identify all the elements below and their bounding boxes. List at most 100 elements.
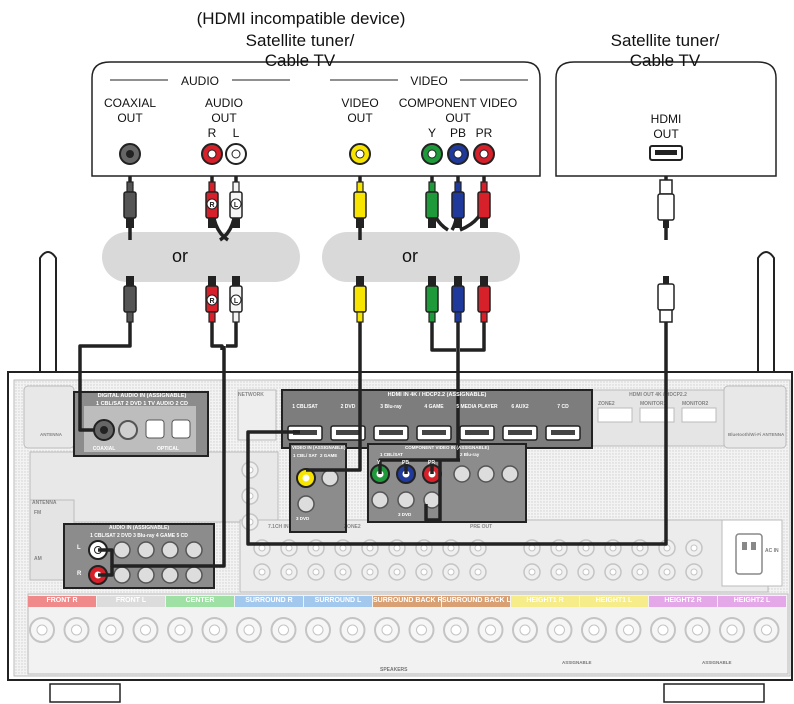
hdmi-in-source-label: 4 GAME [413,404,455,410]
video-in-title: VIDEO IN (ASSIGNABLE) [292,445,346,450]
decor-jack-pin [286,569,292,575]
hdmi-in-title: HDMI IN 4K / HDCP2.2 (ASSIGNABLE) [284,392,590,398]
or-label-right: or [390,246,430,267]
speaker-terminal-core [555,625,565,635]
speaker-label: CENTER [166,597,234,604]
digital-audio-in-sources: 1 CBL/SAT 2 DVD 1 TV AUDIO 2 CD [78,401,206,407]
left-device-title-line2: Cable TV [230,50,370,71]
decor-jack-pin [448,545,454,551]
component-pb-plug-top [452,182,464,228]
component-pr-jack [474,144,494,164]
component-y-jack [422,144,442,164]
decor-jack-pin [475,545,481,551]
hdmi-in-port-3 [374,426,408,440]
hdmi-out-jack [650,146,682,160]
speaker-label: FRONT L [97,597,165,604]
plug-letter: R [209,298,214,305]
fm-label: FM [34,510,41,516]
component-pb-plug-bottom [452,276,464,322]
speaker-terminal-core [693,625,703,635]
video-out-jack [350,144,370,164]
speaker-terminal-core [658,625,668,635]
speaker-terminal-core [624,625,634,635]
video-src3-label: 3 DVD [296,516,309,521]
comp-pr-label: PR [428,460,435,466]
speaker-terminal-core [348,625,358,635]
speaker-terminal-core [520,625,530,635]
speaker-terminal-core [244,625,254,635]
network-label: NETWORK [238,392,264,398]
speakers-label: SPEAKERS [380,667,408,673]
decor-jack-pin [529,569,535,575]
bt-antenna-label-left: ANTENNA [28,432,74,437]
audio-in-title: AUDIO IN (ASSIGNABLE) [66,525,212,531]
speaker-label: HEIGHT1 R [511,597,579,604]
antenna-right [758,252,774,372]
audio-in-sources: 1 CBL/SAT 2 DVD 3 Blu-ray 4 GAME 5 CD [66,533,212,539]
decor-jack-pin [259,545,265,551]
speaker-label: SURROUND BACK R [373,597,441,604]
decor-jack-pin [313,569,319,575]
speaker-terminal-core [451,625,461,635]
video-src2-label: 2 GAME [320,453,337,458]
speaker-terminal-core [762,625,772,635]
audio-out-label-2: OUT [194,111,254,125]
decor-jack-pin [259,569,265,575]
decor-jack-pin [529,545,535,551]
zone2-label: ZONE2 [598,401,615,407]
decor-jack-pin [475,569,481,575]
hdmi-plug-bottom [658,276,674,322]
antenna-label: ANTENNA [32,500,56,506]
coaxial-plug-bottom [124,276,136,322]
speaker-label: HEIGHT2 L [718,597,786,604]
incompatible-device-caption: (HDMI incompatible device) [186,8,416,29]
speaker-label: SURROUND BACK L [442,597,510,604]
decor-jack-pin [394,545,400,551]
comp-y-label: Y [377,460,380,466]
right-device-title-line1: Satellite tuner/ [590,30,740,51]
decor-jack-pin [556,545,562,551]
decor-jack-pin [421,569,427,575]
ac-in-label: AC IN [765,548,779,554]
component-pr-plug-top [478,182,490,228]
component-pr-plug-bottom [478,276,490,322]
hdmi-in-source-label: 6 AUX2 [499,404,541,410]
video-out-label-2: OUT [330,111,390,125]
left-device-title-line1: Satellite tuner/ [230,30,370,51]
pre-out-label: PRE OUT [470,524,492,530]
speaker-terminal-core [382,625,392,635]
hdmi-in-source-label: 7 CD [542,404,584,410]
speaker-label: HEIGHT1 L [580,597,648,604]
decor-jack-pin [610,569,616,575]
component-out-label-2: OUT [398,111,518,125]
comp-src1-label: 1 CBL/SAT [380,452,403,457]
decor-jack-pin [421,545,427,551]
decor-jack-pin [340,569,346,575]
speaker-terminal-core [72,625,82,635]
comp-pb-label: PB [402,460,409,466]
assignable-label-1: ASSIGNABLE [562,660,592,665]
hdmi-in-source-label: 5 MEDIA PLAYER [456,404,498,410]
component-in-title: COMPONENT VIDEO IN (ASSIGNABLE) [370,445,524,450]
component-pr-label: PR [474,126,494,140]
decor-jack-pin [394,569,400,575]
coaxial-out-jack [120,144,140,164]
audio-in-r-label: R [77,571,81,577]
bt-antenna-label: Bluetooth/Wi-Fi ANTENNA [728,432,784,437]
antenna-left [40,252,56,372]
decor-jack-pin [583,569,589,575]
hdmi-in-source-label: 1 CBL/SAT [284,404,326,410]
decor-jack-pin [367,545,373,551]
component-y-plug-bottom [426,276,438,322]
speaker-terminal-core [210,625,220,635]
speaker-terminal-core [486,625,496,635]
speaker-terminal-core [175,625,185,635]
or-label-left: or [160,246,200,267]
audio-in-l-label: L [77,545,81,551]
speaker-terminal-core [37,625,47,635]
audio-plug-l-bottom: L [230,276,242,322]
hdmi-out-label-1: HDMI [636,112,696,126]
hdmi-in-port-5 [460,426,494,440]
assignable-label-2: ASSIGNABLE [702,660,732,665]
comp-src2-label: 2 Blu-ray [460,452,479,457]
